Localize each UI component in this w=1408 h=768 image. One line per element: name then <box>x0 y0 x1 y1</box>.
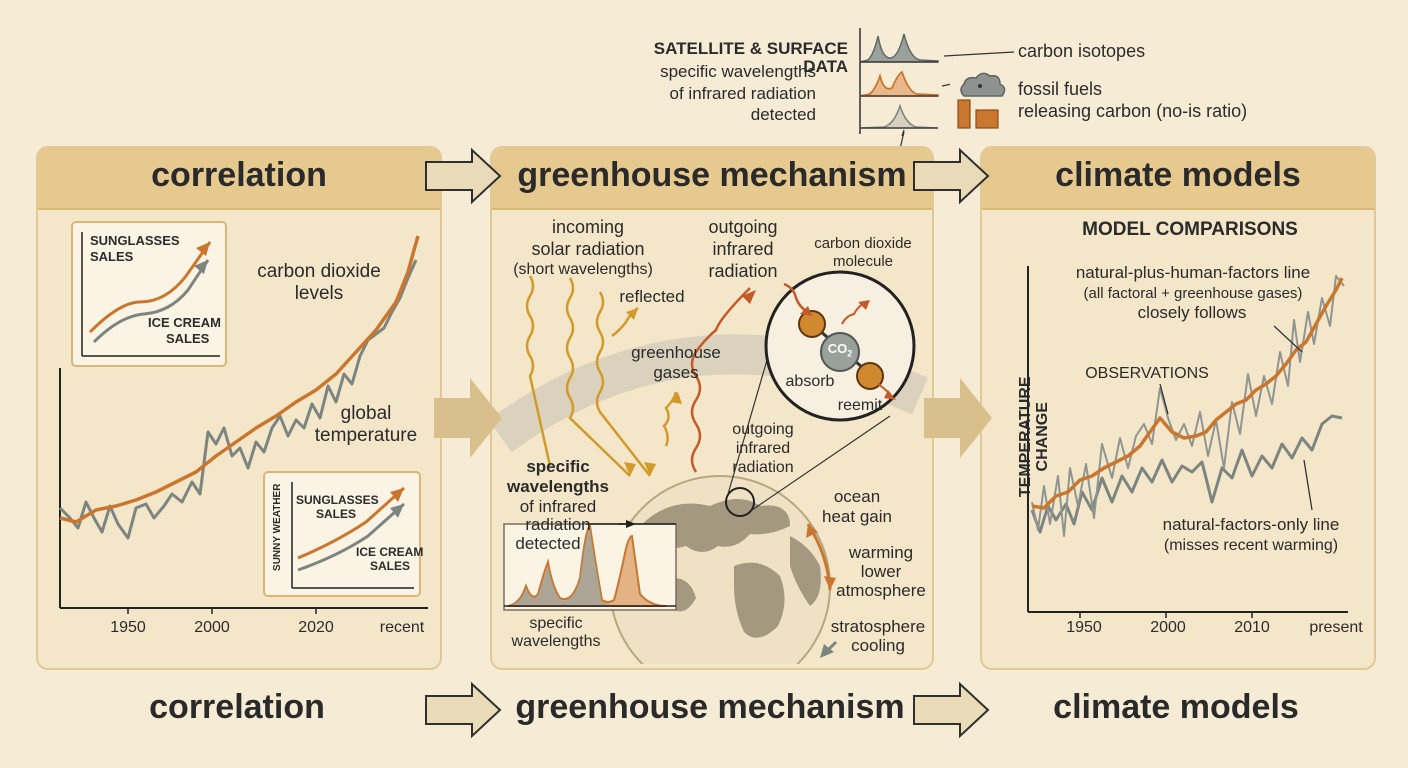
callout-line2: of infrared radiation <box>669 84 816 103</box>
nph-line3: closely follows <box>1137 303 1247 322</box>
inset-top-sunglasses: SUNGLASSES <box>90 233 180 248</box>
absorb-label: absorb <box>785 373 835 390</box>
models-tick-1950: 1950 <box>1066 619 1102 636</box>
callout-line1: specific wavelengths <box>660 62 816 81</box>
callout-line3: detected <box>750 105 816 124</box>
inset-top-sales2: SALES <box>166 331 210 346</box>
greenhouse-gases-line1: greenhouse <box>631 343 721 362</box>
global-temp-line1: global <box>340 403 392 424</box>
incoming-line2: solar radiation <box>531 239 645 259</box>
arrow-header-2 <box>913 147 990 205</box>
models-tick-2000: 2000 <box>1150 619 1186 636</box>
nph-line2: (all factoral + greenhouse gases) <box>1083 285 1303 302</box>
ocean-heat-line1: ocean <box>833 487 881 506</box>
co2-levels-line2: levels <box>294 283 344 304</box>
spectrum-label-line1: specific <box>526 457 590 476</box>
correlation-title: correlation <box>151 156 327 194</box>
warming-line1: warming <box>848 543 914 562</box>
model-comparisons-title: MODEL COMPARISONS <box>1082 219 1298 240</box>
incoming-line1: incoming <box>551 217 625 237</box>
outgoing-ir-line3: radiation <box>708 261 778 281</box>
outgoing-ir-line2: infrared <box>712 239 774 259</box>
arrow-bottom-1 <box>425 681 502 739</box>
factory-smoke-icon <box>957 72 1006 129</box>
bottom-label-correlation: correlation <box>149 688 325 726</box>
inset-bottom-side-label: SUNNY WEATHER <box>271 483 283 571</box>
models-ylabel: TEMPERATURE CHANGE <box>1017 376 1051 498</box>
models-tick-2010: 2010 <box>1234 619 1270 636</box>
greenhouse-gases-line2: gases <box>653 363 699 382</box>
stratosphere-line1: stratosphere <box>830 617 926 636</box>
stratosphere-line2: cooling <box>851 636 905 655</box>
incoming-line3: (short wavelengths) <box>513 261 653 278</box>
bottom-label-models: climate models <box>1053 688 1299 726</box>
spectrum-label-line3: of infrared <box>519 497 597 516</box>
nph-line1: natural-plus-human-factors line <box>1075 263 1311 282</box>
nat-line2: (misses recent warming) <box>1163 537 1339 554</box>
models-chart <box>1027 266 1348 618</box>
global-temp-line2: temperature <box>314 425 418 446</box>
warming-line3: atmosphere <box>836 581 926 600</box>
models-header <box>982 148 1374 210</box>
warming-line2: lower <box>860 562 902 581</box>
greenhouse-illustration <box>490 270 928 664</box>
inset-bottom-sunglasses: SUNGLASSES <box>296 493 379 507</box>
co2-formula: CO2 <box>827 341 853 359</box>
corr-tick-recent: recent <box>379 619 425 636</box>
corr-tick-2000: 2000 <box>194 619 230 636</box>
correlation-chart <box>58 221 428 614</box>
co2-molecule-label1: carbon dioxide <box>814 235 912 252</box>
outgoing-ir2-line2: infrared <box>735 440 791 457</box>
bottom-label-greenhouse: greenhouse mechanism <box>515 688 905 726</box>
corr-tick-2020: 2020 <box>298 619 334 636</box>
callout-title: SATELLITE & SURFACE DATA <box>653 39 848 76</box>
corr-tick-1950: 1950 <box>110 619 146 636</box>
fossil-fuels-line1: fossil fuels <box>1018 79 1103 99</box>
arrow-header-1 <box>425 147 502 205</box>
spectrum-label-line4: radiation <box>525 515 591 534</box>
correlation-header <box>38 148 440 210</box>
ocean-heat-line2: heat gain <box>822 507 892 526</box>
outgoing-ir2-line1: outgoing <box>732 421 794 438</box>
observations-label: OBSERVATIONS <box>1085 365 1209 382</box>
outgoing-ir2-line3: radiation <box>732 459 794 476</box>
co2-levels-line1: carbon dioxide <box>257 261 381 282</box>
spectra-stack <box>859 28 950 136</box>
inset-top-icecream: ICE CREAM <box>148 315 221 330</box>
spectrum-bottom-line1: specific <box>529 615 583 632</box>
models-tick-present: present <box>1309 619 1363 636</box>
greenhouse-title: greenhouse mechanism <box>517 156 907 194</box>
reflected-label: reflected <box>619 287 685 306</box>
inset-bottom-icecream: ICE CREAM <box>356 545 424 559</box>
greenhouse-header <box>492 148 932 210</box>
arrow-bottom-2 <box>913 681 990 739</box>
nat-line1: natural-factors-only line <box>1162 515 1340 534</box>
inset-bottom-sales2: SALES <box>370 559 411 573</box>
arrow-mid-1 <box>434 378 502 458</box>
co2-molecule-label2: molecule <box>832 253 894 270</box>
reemit-label: reemit <box>837 397 883 414</box>
carbon-isotopes-label: carbon isotopes <box>1018 41 1146 61</box>
models-title: climate models <box>1055 156 1301 194</box>
arrow-mid-2 <box>924 378 992 458</box>
outgoing-ir-line1: outgoing <box>708 217 778 237</box>
models-panel: climate models <box>980 146 1376 670</box>
fossil-fuels-line2: releasing carbon (no-is ratio) <box>1018 101 1248 121</box>
inset-bottom-sales1: SALES <box>316 507 357 521</box>
spectrum-label-line2: wavelengths <box>506 477 610 496</box>
spectrum-label-line5: detected <box>515 534 581 553</box>
spectrum-bottom-line2: wavelengths <box>511 633 601 650</box>
inset-top-sales1: SALES <box>90 249 134 264</box>
